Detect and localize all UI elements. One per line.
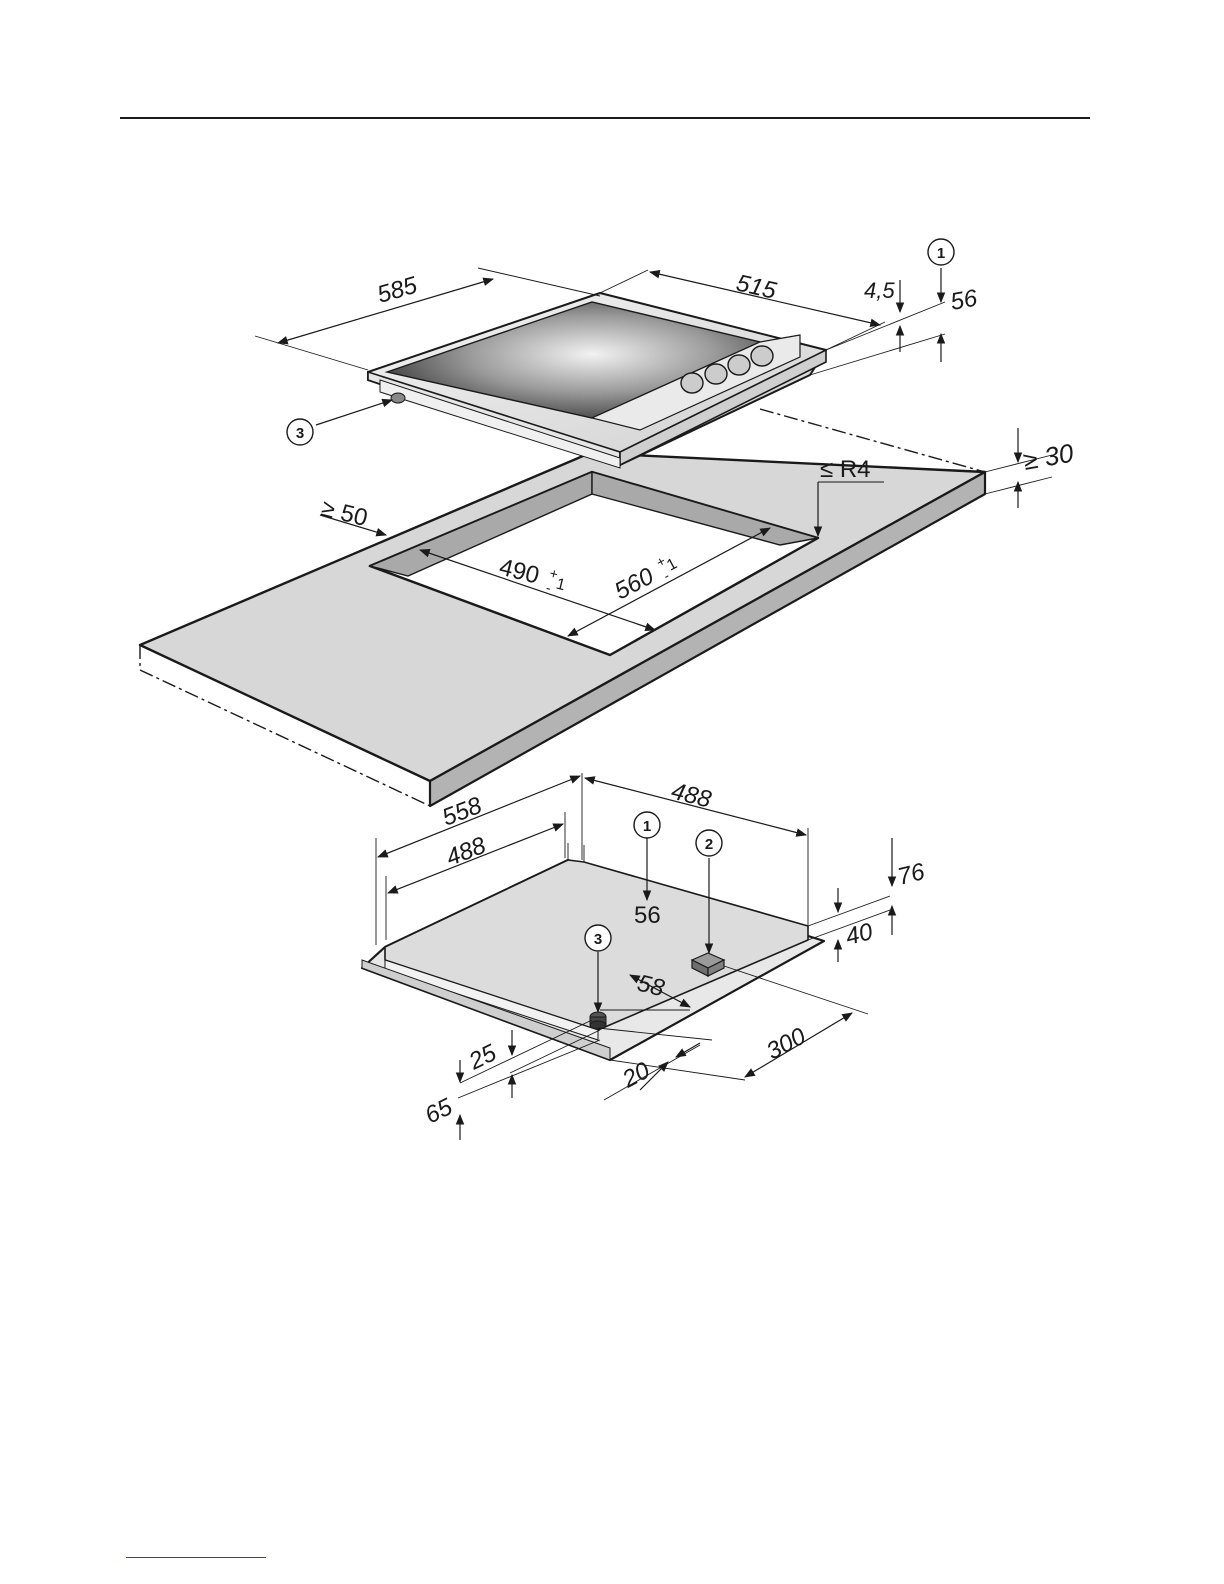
svg-text:2: 2 xyxy=(705,836,713,853)
footer-rule xyxy=(126,1557,266,1558)
underside-height-76-label: 76 xyxy=(895,858,928,891)
svg-text:1: 1 xyxy=(643,818,651,835)
underside-callout-1-value: 56 xyxy=(634,902,661,929)
knob-icon xyxy=(728,355,750,375)
callout-1-bottom: 1 xyxy=(634,812,660,838)
underside-depth-label: 488 xyxy=(669,778,715,814)
underside-inner-width-label: 488 xyxy=(442,832,490,872)
cutout-corner-radius-label: ≤ R4 xyxy=(820,456,871,483)
knob-icon xyxy=(705,364,727,384)
callout-2-bottom: 2 xyxy=(696,830,722,856)
hob-appliance xyxy=(368,293,826,468)
underside-foot-icon xyxy=(590,1012,606,1029)
callout-3-top: 3 xyxy=(287,419,313,445)
hob-foot-icon xyxy=(391,393,405,403)
svg-text:3: 3 xyxy=(296,425,304,442)
knob-icon xyxy=(751,346,773,366)
hob-depth-label: 515 xyxy=(734,270,780,305)
svg-text:1: 1 xyxy=(937,245,945,262)
hob-height-label: 56 xyxy=(948,285,980,316)
underside-dim-65-label: 65 xyxy=(421,1093,457,1129)
worktop-thickness-label: ≥ 30 xyxy=(1021,438,1076,476)
hob-glass-height-label: 4,5 xyxy=(864,278,895,303)
underside-dim-25-label: 25 xyxy=(464,1039,501,1076)
knob-icon xyxy=(681,373,703,393)
underside-height-40-label: 40 xyxy=(843,918,876,951)
callout-3-bottom: 3 xyxy=(585,925,611,951)
callout-1-top: 1 xyxy=(928,239,954,265)
cutout-min-front-distance-label: ≥ 50 xyxy=(319,495,371,532)
underside-dim-300-label: 300 xyxy=(762,1022,811,1065)
svg-text:3: 3 xyxy=(594,931,602,948)
